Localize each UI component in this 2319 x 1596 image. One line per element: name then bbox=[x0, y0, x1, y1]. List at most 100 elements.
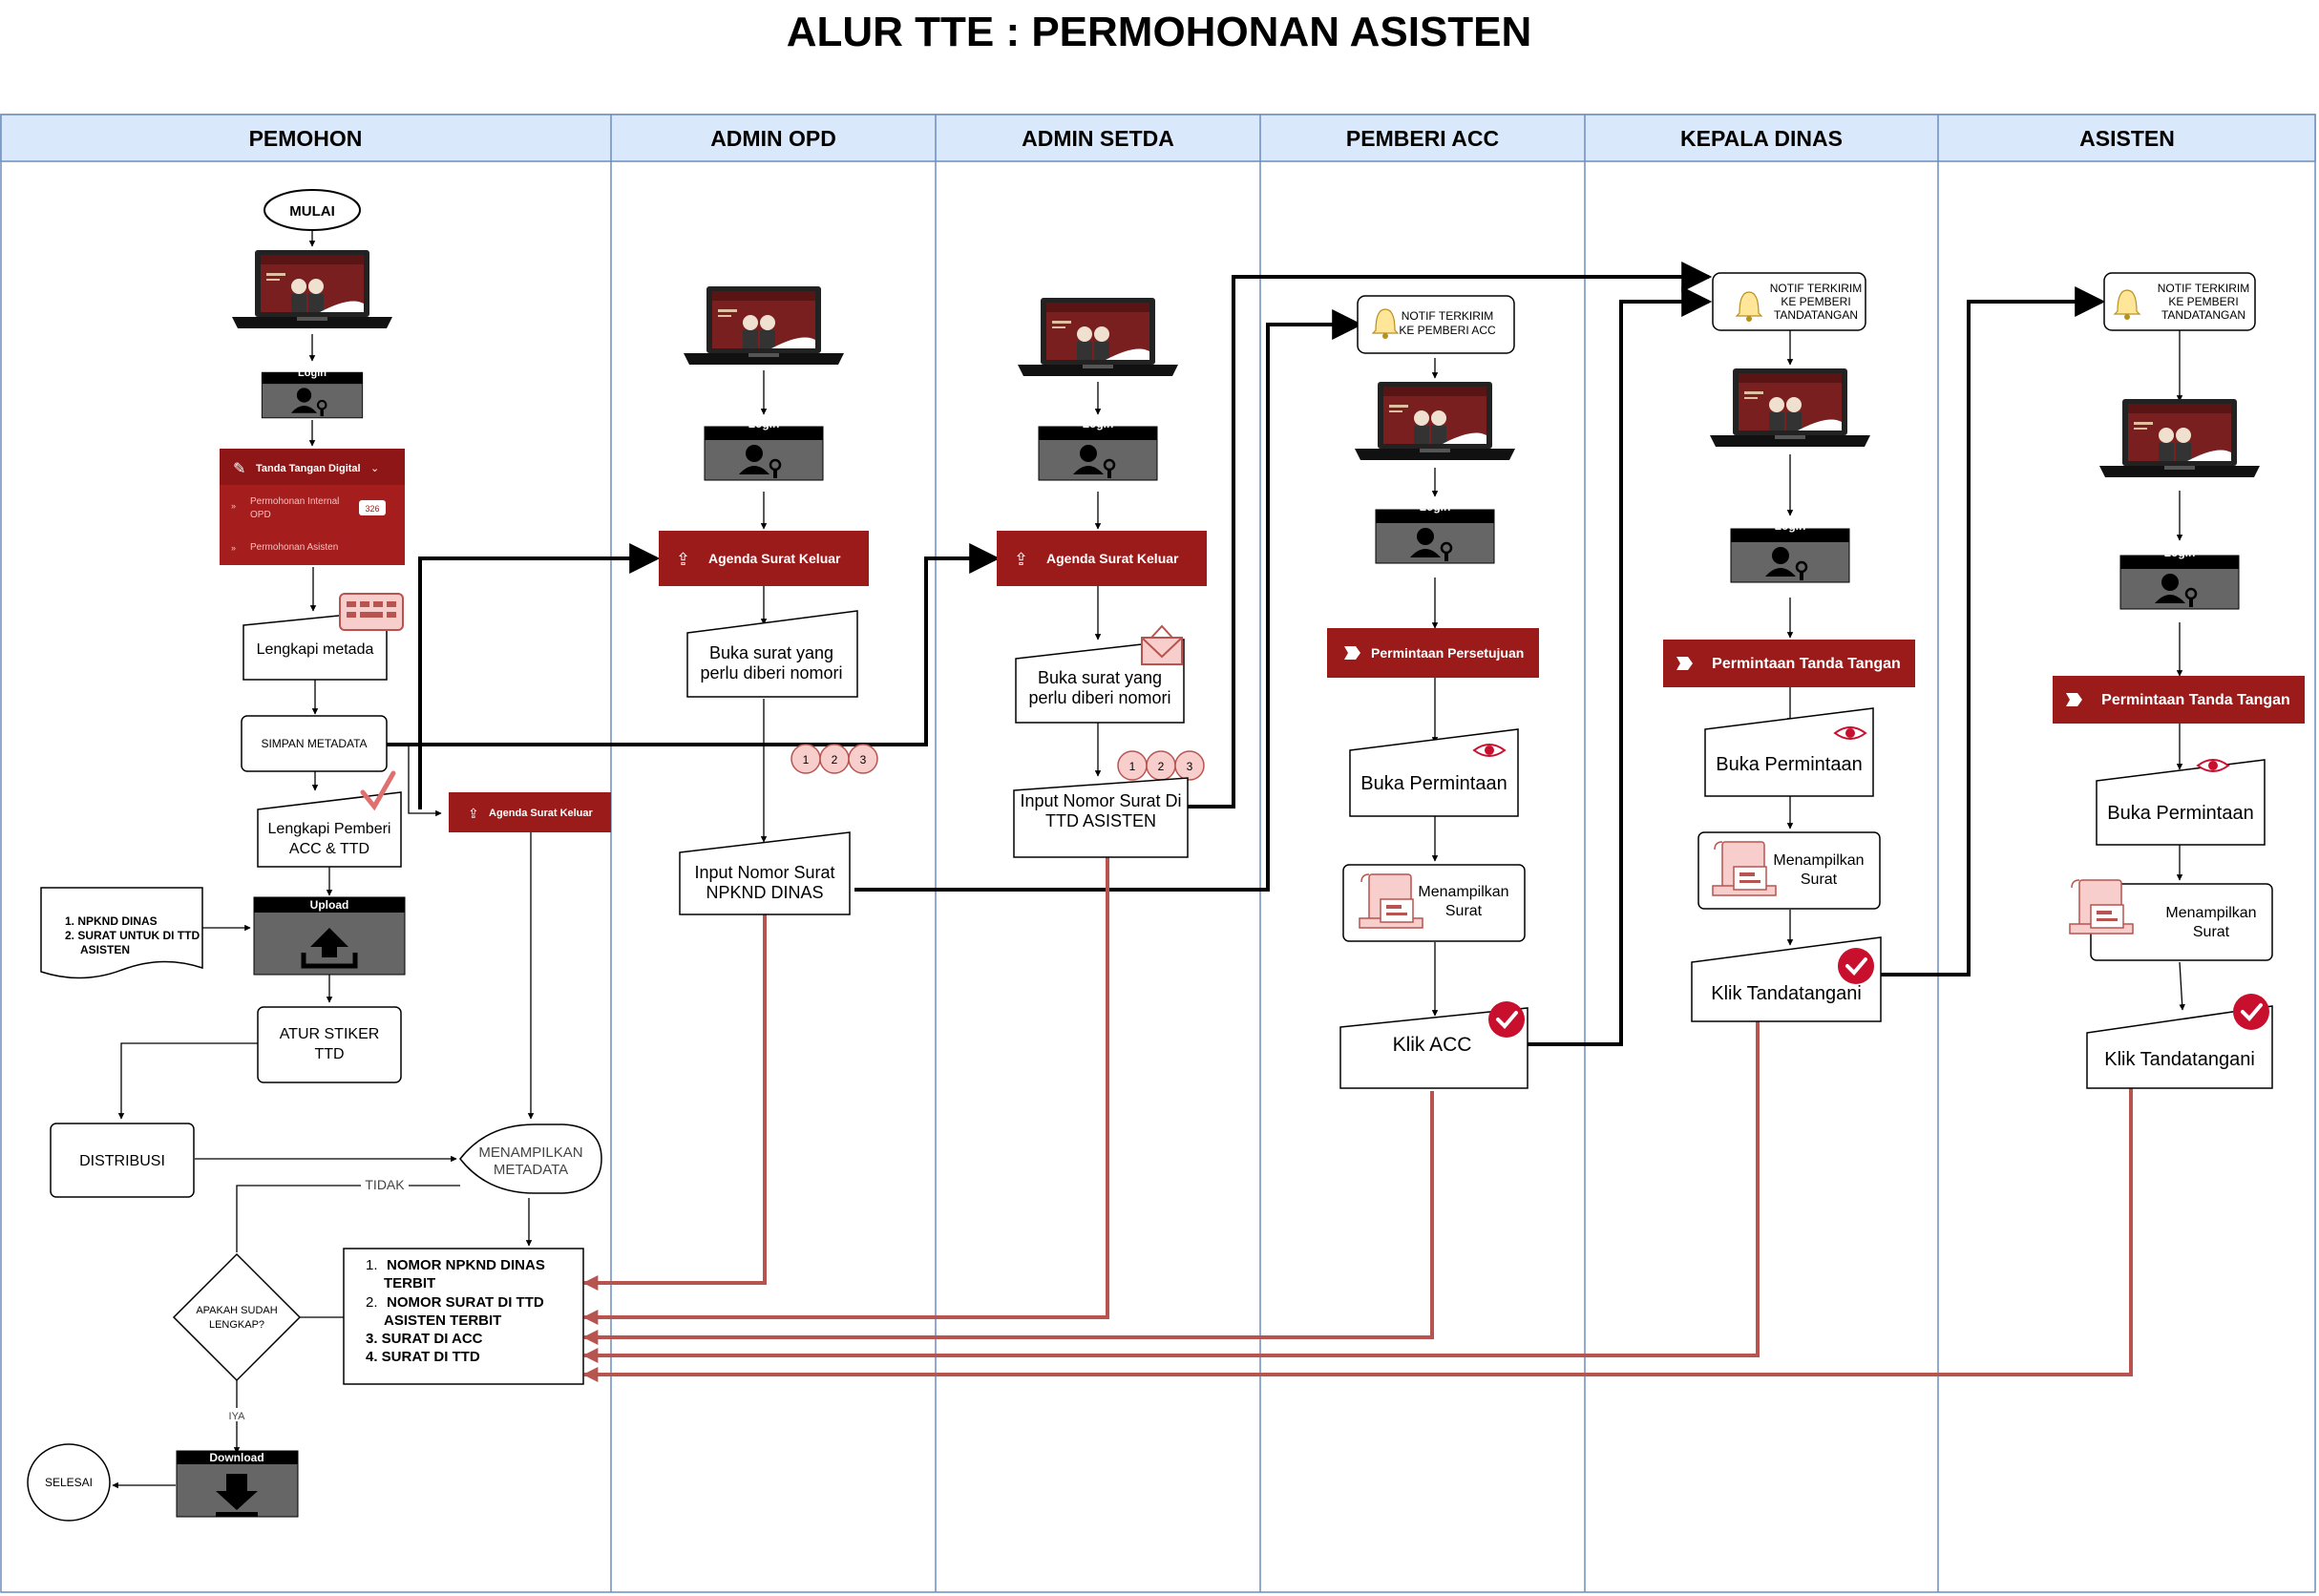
input-nomor-setda-node bbox=[1013, 777, 1189, 858]
lane-header-pemohon: PEMOHON bbox=[249, 126, 363, 151]
input-nomor-opd-label: Input Nomor Surat bbox=[694, 863, 834, 882]
permintaan-tanda-tangan-kadis bbox=[1663, 640, 1915, 687]
step-indicator: 1 2 3 bbox=[1117, 750, 1205, 781]
start-label: MULAI bbox=[289, 203, 335, 220]
distribusi-label: DISTRIBUSI bbox=[79, 1153, 165, 1169]
klik-tandatangani-kadis-label: Klik Tandatangani bbox=[1711, 983, 1862, 1004]
tag-icon bbox=[1344, 646, 1360, 660]
permintaan-kadis-label: Permintaan Tanda Tangan bbox=[1712, 656, 1901, 672]
step-3: 3 bbox=[1187, 760, 1193, 773]
menu-title: Tanda Tangan Digital bbox=[256, 463, 361, 474]
lane-header-asisten: ASISTEN bbox=[2079, 126, 2175, 151]
result-item-4: 4. SURAT DI TTD bbox=[366, 1349, 480, 1365]
decision-label: APAKAH SUDAH bbox=[196, 1305, 277, 1316]
result-box bbox=[343, 1248, 584, 1385]
buka-surat-setda-label-2: perlu diberi nomori bbox=[1028, 688, 1170, 707]
notif-kadis-label: NOTIF TERKIRIM bbox=[1770, 282, 1862, 295]
login-label: Login bbox=[298, 368, 327, 379]
menampilkan-asisten-label-2: Surat bbox=[2193, 924, 2230, 940]
document-node bbox=[40, 887, 203, 979]
lane-header-kepala-dinas: KEPALA DINAS bbox=[1680, 126, 1843, 151]
buka-permintaan-kadis-node bbox=[1704, 707, 1874, 797]
buka-surat-opd-label-2: perlu diberi nomori bbox=[700, 663, 842, 682]
keyboard-icon bbox=[339, 593, 404, 631]
menu-item-asisten: Permohonan Asisten bbox=[250, 542, 338, 553]
permintaan-tanda-tangan-asisten bbox=[2053, 676, 2305, 724]
end-node bbox=[27, 1443, 111, 1522]
tag-icon bbox=[1676, 657, 1693, 670]
result-item-3: 3. SURAT DI ACC bbox=[366, 1331, 483, 1347]
pemohon-lane: MULAI Login ✎ Tanda Tangan Digital ⌄ » P… bbox=[27, 189, 611, 1522]
menampilkan-kadis-label: Menampilkan bbox=[1773, 852, 1864, 869]
menampilkan-metadata-label: MENAMPILKAN bbox=[478, 1144, 582, 1161]
agenda-setda-label: Agenda Surat Keluar bbox=[1046, 551, 1179, 566]
notif-acc-label: NOTIF TERKIRIM bbox=[1402, 309, 1493, 323]
klik-acc-node bbox=[1339, 1007, 1528, 1089]
step-2: 2 bbox=[1158, 760, 1165, 773]
upload-label: Upload bbox=[310, 898, 349, 912]
login-icon bbox=[1037, 425, 1159, 482]
step-3: 3 bbox=[860, 753, 867, 766]
input-nomor-opd-label-2: NPKND DINAS bbox=[706, 883, 823, 902]
result-item-2-num: 2. bbox=[366, 1294, 378, 1311]
notif-asisten-node bbox=[2103, 272, 2256, 331]
permintaan-persetujuan bbox=[1327, 628, 1539, 678]
login-label: Login bbox=[748, 417, 780, 430]
menampilkan-acc-label: Menampilkan bbox=[1418, 884, 1508, 900]
pemberi-acc-lane: NOTIF TERKIRIM KE PEMBERI ACC Login Perm… bbox=[1327, 295, 1539, 1089]
notif-acc-label-2: KE PEMBERI ACC bbox=[1399, 324, 1496, 337]
start-node bbox=[264, 189, 361, 231]
upload-node bbox=[253, 896, 406, 976]
login-icon bbox=[261, 371, 364, 419]
check-icon bbox=[1836, 946, 1876, 986]
atur-stiker-label-2: TTD bbox=[314, 1046, 344, 1062]
agenda-surat-keluar-pemohon bbox=[449, 792, 611, 832]
login-label: Login bbox=[2164, 546, 2196, 559]
diagram-title: ALUR TTE : PERMOHONAN ASISTEN bbox=[787, 9, 1532, 55]
tag-icon bbox=[2066, 693, 2082, 706]
upload-icon: ⇪ bbox=[468, 806, 479, 821]
menampilkan-asisten-label: Menampilkan bbox=[2165, 905, 2256, 921]
iya-label: IYA bbox=[229, 1411, 246, 1422]
result-item-1-num: 1. bbox=[366, 1257, 378, 1273]
login-icon bbox=[2119, 554, 2241, 611]
menampilkan-metadata-label-2: METADATA bbox=[494, 1162, 568, 1178]
svg-text:»: » bbox=[231, 501, 236, 511]
step-2: 2 bbox=[832, 753, 838, 766]
buka-permintaan-acc-label: Buka Permintaan bbox=[1360, 773, 1507, 794]
check-icon bbox=[2231, 992, 2271, 1032]
lane-header-admin-setda: ADMIN SETDA bbox=[1022, 126, 1174, 151]
menu-item-internal: Permohonan Internal bbox=[250, 496, 339, 507]
chevron-down-icon: ⌄ bbox=[370, 463, 379, 474]
lane-header-admin-opd: ADMIN OPD bbox=[710, 126, 836, 151]
buka-surat-opd-label: Buka surat yang bbox=[709, 643, 833, 662]
lane-header-pemberi-acc: PEMBERI ACC bbox=[1346, 126, 1499, 151]
mail-icon bbox=[1141, 624, 1183, 665]
step-1: 1 bbox=[803, 753, 810, 766]
login-label: Login bbox=[1083, 417, 1114, 430]
klik-tandatangani-kadis-node bbox=[1691, 936, 1882, 1022]
login-icon bbox=[703, 425, 825, 482]
notif-kadis-label-2: KE PEMBERI bbox=[1781, 295, 1850, 308]
doc-item-1: 1. NPKND DINAS bbox=[65, 914, 158, 928]
klik-tandatangani-asisten-node bbox=[2086, 1005, 2273, 1089]
permintaan-asisten-label: Permintaan Tanda Tangan bbox=[2101, 692, 2290, 708]
input-nomor-setda-label: Input Nomor Surat Di bbox=[1020, 791, 1181, 810]
simpan-metadata-label: SIMPAN METADATA bbox=[261, 737, 367, 750]
menu-item-internal-2: OPD bbox=[250, 510, 271, 520]
pen-icon: ✎ bbox=[233, 461, 245, 477]
simpan-metadata-node bbox=[241, 715, 388, 772]
lengkapi-pemberi-node bbox=[257, 791, 402, 868]
download-label: Download bbox=[209, 1451, 264, 1464]
lengkapi-pemberi-label: Lengkapi Pemberi bbox=[268, 821, 391, 837]
input-nomor-opd-node bbox=[679, 831, 851, 915]
doc-item-2: 2. SURAT UNTUK DI TTD bbox=[65, 929, 200, 942]
tidak-label: TIDAK bbox=[365, 1177, 405, 1192]
klik-acc-label: Klik ACC bbox=[1393, 1034, 1472, 1056]
atur-stiker-label: ATUR STIKER bbox=[280, 1026, 380, 1042]
permintaan-persetujuan-label: Permintaan Persetujuan bbox=[1371, 645, 1524, 661]
menu-badge-text: 326 bbox=[365, 504, 379, 514]
result-item-1b: TERBIT bbox=[384, 1275, 435, 1292]
result-item-2b: ASISTEN TERBIT bbox=[384, 1312, 501, 1329]
check-icon bbox=[1486, 999, 1527, 1040]
